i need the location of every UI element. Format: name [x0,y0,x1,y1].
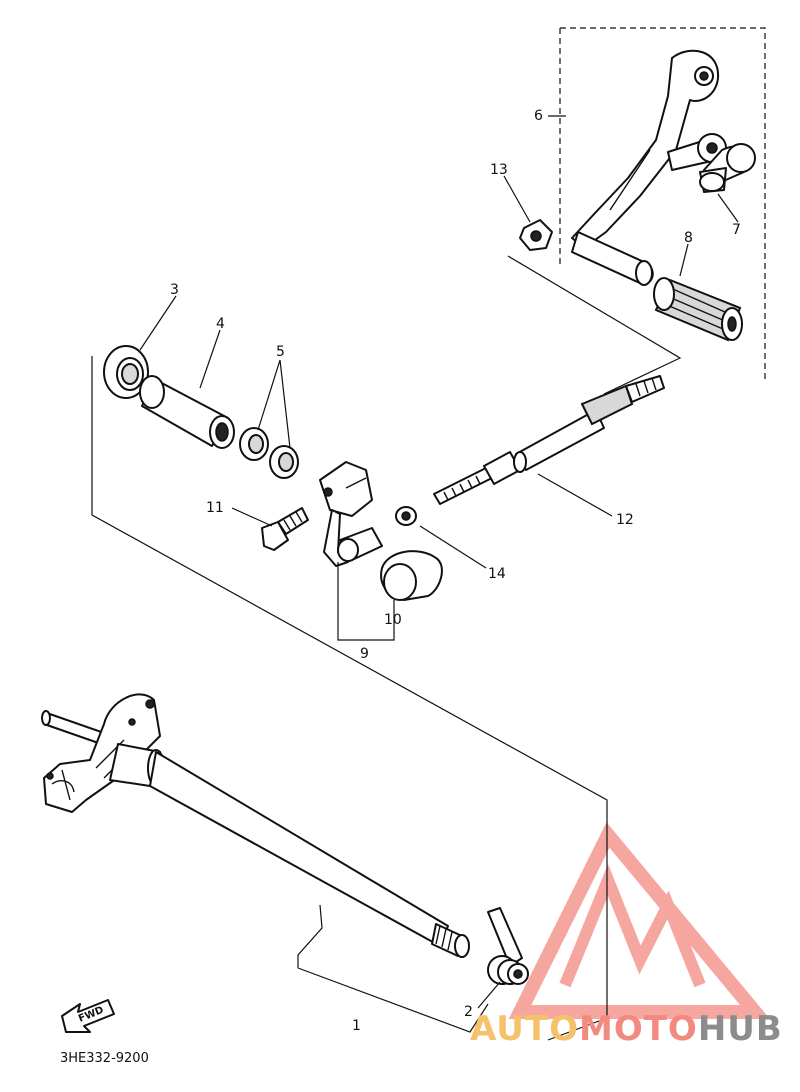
leader-14 [419,525,487,569]
part-number-3: 3 [170,282,179,298]
collar [139,375,235,449]
oil-seal [103,345,149,399]
part-number-13: 13 [490,162,508,178]
pedal-assembly-boundary [560,27,766,382]
clamp-bolt [261,507,309,551]
part-number-11: 11 [206,500,224,516]
rubber-boot [380,550,443,601]
watermark-moto: MOTO [579,1009,698,1049]
pedal-pin [667,133,756,193]
forward-direction-arrow: FWD [61,999,115,1033]
small-collar [395,506,417,526]
leader-12 [537,473,613,517]
shift-rod [433,375,665,505]
part-number-14: 14 [488,566,506,582]
leader-1 [297,904,489,1033]
leader-7 [717,193,739,223]
part-number-5: 5 [276,344,285,360]
leader-2 [477,981,501,1009]
part-number-2: 2 [464,1004,473,1020]
drawing-code: 3HE332-9200 [60,1051,149,1066]
part-number-1: 1 [352,1018,361,1034]
watermark-hub: HUB [698,1009,783,1049]
part-number-10: 10 [384,612,402,628]
part-number-9: 9 [360,646,369,662]
watermark-auto: AUTO [470,1009,579,1049]
part-number-12: 12 [616,512,634,528]
part-number-7: 7 [732,222,741,238]
leader-8 [679,243,689,277]
nut [519,219,553,251]
part-number-6: 6 [534,108,543,124]
watermark-m-shape [559,864,706,988]
assembly-line-left [91,356,608,1041]
watermark-triangle [508,822,770,1019]
leader-5 [257,359,291,449]
leader-9 [337,562,395,641]
part-number-8: 8 [684,230,693,246]
leader-3 [139,295,177,351]
washers [239,427,299,479]
pedal-rubber [653,277,743,342]
leader-4 [199,329,221,389]
leader-13 [503,175,531,223]
assembly-line-upper [507,255,682,395]
part-number-4: 4 [216,316,225,332]
shift-pedal [571,49,720,286]
return-spring [487,907,529,985]
shift-arm [319,461,383,567]
watermark-text: AUTOMOTOHUB [470,1009,783,1049]
shift-shaft [41,693,470,958]
watermark-logo [508,822,770,1019]
leader-11 [231,507,273,527]
